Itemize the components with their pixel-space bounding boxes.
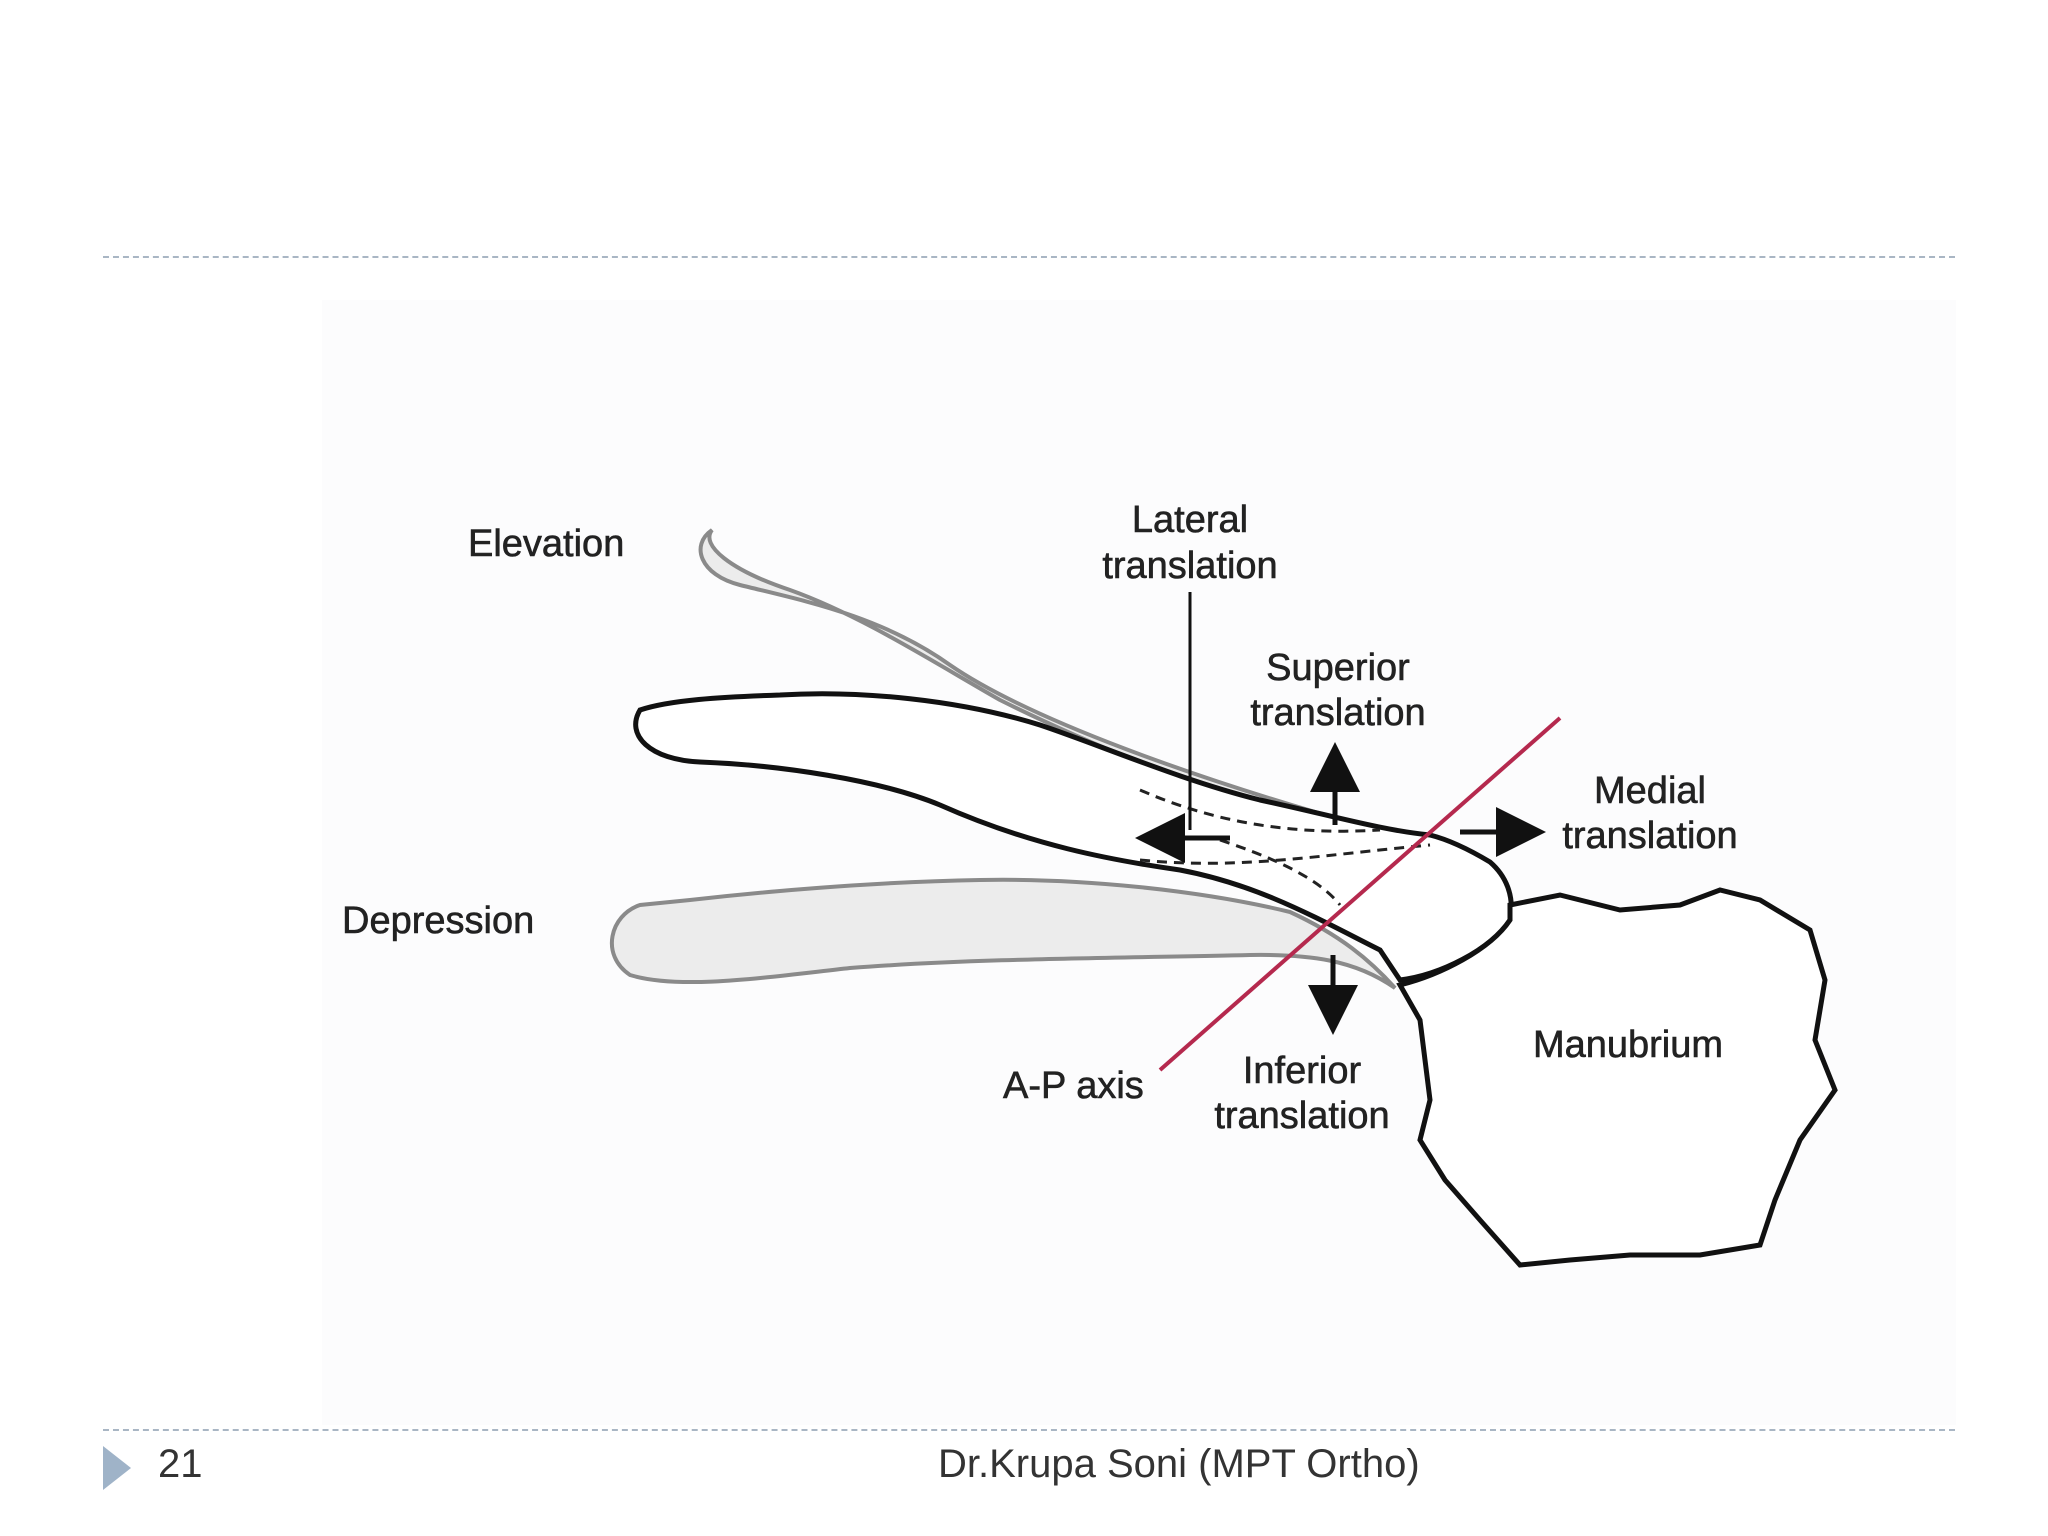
footer-triangle-icon [103,1446,131,1490]
inferior-translation-label-line1: Inferior [1243,1050,1362,1092]
medial-translation-label-line1: Medial [1594,770,1706,812]
depressed-clavicle-outline [610,877,1397,990]
clavicle-outline [633,691,1514,983]
ap-axis-line [1158,716,1562,1072]
slide-number: 21 [158,1442,203,1486]
ap-axis-label: A-P axis [1003,1065,1144,1107]
footer-author: Dr.Krupa Soni (MPT Ortho) [938,1442,1420,1486]
footer-divider [103,1429,1955,1431]
superior-translation-label-line2: translation [1250,692,1425,734]
superior-translation-label-line1: Superior [1266,647,1410,689]
header-divider [103,256,1955,258]
medial-translation-label-line2: translation [1562,815,1737,857]
lateral-translation-label-line2: translation [1102,545,1277,587]
lateral-translation-label-line1: Lateral [1132,499,1248,541]
depression-label: Depression [342,900,534,942]
manubrium-outline [1396,887,1838,1268]
inferior-translation-label-line2: translation [1214,1095,1389,1137]
elevation-label: Elevation [468,523,624,565]
manubrium-label: Manubrium [1533,1024,1723,1066]
